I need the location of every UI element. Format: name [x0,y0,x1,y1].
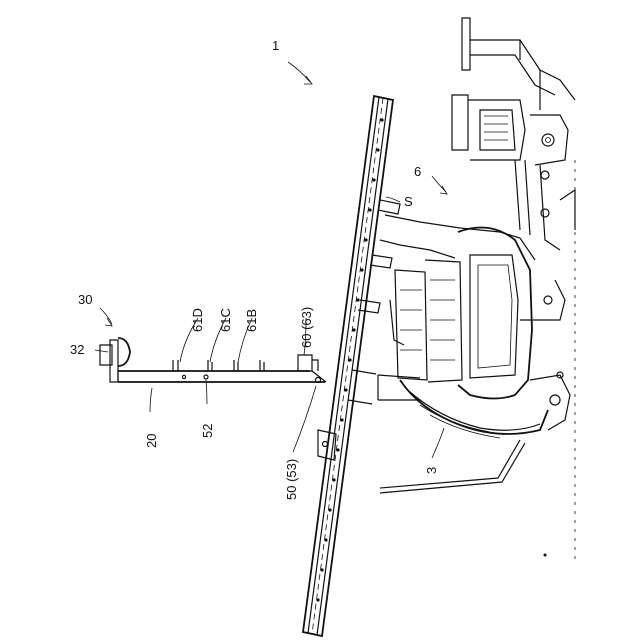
tool-arm [100,338,326,383]
machine-body [378,18,575,560]
leader-lines [95,62,447,458]
label-60-63: 60 (63) [299,307,314,348]
label-61c: 61C [218,308,233,332]
label-50-53: 50 (53) [284,459,299,500]
label-1: 1 [272,38,279,53]
label-52: 52 [200,424,215,438]
label-61d: 61D [190,308,205,332]
label-3: 3 [424,467,439,474]
label-32: 32 [70,342,84,357]
reference-labels: 1 6 S 30 32 61D 61C 61B 60 (63) 20 52 50… [70,38,439,500]
label-61b: 61B [244,309,259,332]
label-20: 20 [144,434,159,448]
label-6: 6 [414,164,421,179]
label-s: S [404,194,413,209]
label-30: 30 [78,292,92,307]
